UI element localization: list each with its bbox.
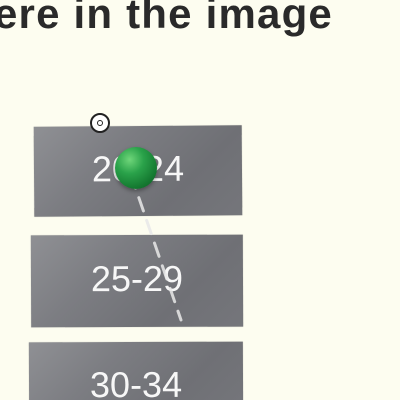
age-option-label: 30-34: [89, 363, 183, 400]
pointer-ball-icon: [115, 147, 157, 189]
age-option-25-29[interactable]: 25-29: [30, 234, 244, 328]
age-option-30-34[interactable]: 30-34: [28, 341, 244, 400]
question-text: ere in the image: [0, 0, 333, 37]
reticle-icon: [90, 113, 110, 133]
age-option-label: 25-29: [90, 257, 184, 300]
